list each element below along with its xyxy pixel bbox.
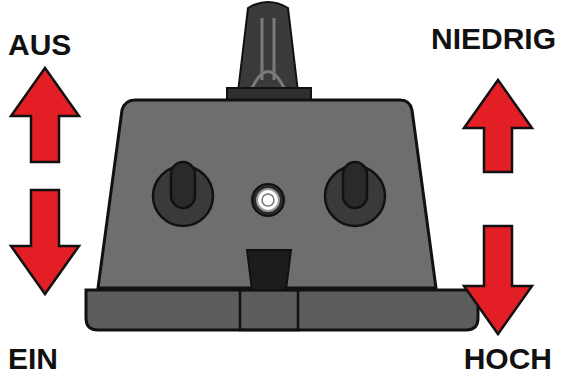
- knob: [238, 2, 298, 92]
- arrow-down: [464, 226, 532, 334]
- housing-base: [86, 290, 478, 330]
- indicator-light: [262, 194, 274, 206]
- toggle-lever: [171, 162, 195, 208]
- switch-label: NIEDRIG: [431, 24, 556, 54]
- toggle-lever: [343, 162, 367, 208]
- knob-grip: [252, 72, 284, 89]
- arrow-up: [11, 68, 79, 162]
- switch-label: HOCH: [464, 344, 552, 374]
- base-divider: [240, 290, 298, 330]
- connector: [247, 250, 291, 290]
- arrow-down: [11, 190, 79, 294]
- indicator-light: [257, 189, 279, 211]
- arrow-up: [464, 80, 532, 172]
- switch-label: EIN: [8, 344, 58, 374]
- indicator-light: [252, 184, 284, 216]
- switch-label: AUS: [8, 30, 71, 60]
